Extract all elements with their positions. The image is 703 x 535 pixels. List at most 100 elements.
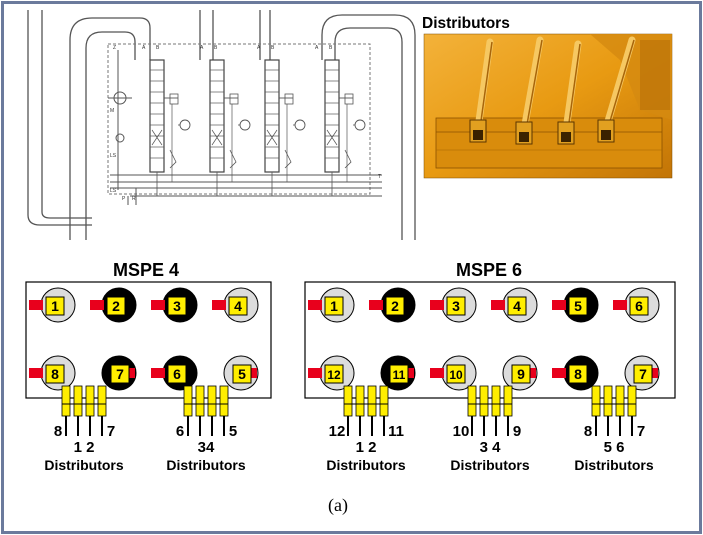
distributors-photo [423,33,673,179]
pin-number-box [511,364,531,384]
lever [597,36,636,143]
pin-red-tab [151,300,165,310]
pin-red-tab [29,368,43,378]
valve-sections [149,59,366,196]
connector-pin: 3 [151,287,198,323]
pin-number-box [385,296,405,316]
connector-pin: 2 [369,287,416,323]
pin-number: 2 [391,298,399,314]
pin-number: 10 [449,368,463,382]
pin-red-tab [308,368,322,378]
pin-number: 3 [173,298,181,314]
connector-pin: 10 [430,355,477,391]
terminal-post [603,385,613,417]
valve-section [149,59,191,196]
pin-number: 4 [234,298,242,314]
photo-title: Distributors [422,15,510,32]
schematic-port-label: B [271,45,275,51]
terminal-post [367,385,377,417]
pin-number-box [167,296,187,316]
pin-number-box [228,296,248,316]
pin-red-tab [212,300,226,310]
wire-number-right: 11 [388,423,404,440]
pin-number-box [324,364,344,384]
distributors-label: Distributors [166,457,246,473]
terminal-post [183,385,193,417]
schematic-port-label: M [110,108,114,114]
pin-number: 1 [51,298,59,314]
pin-number: 11 [393,368,406,382]
connector-pin: 5 [223,355,259,391]
terminal-post [219,385,229,417]
pin-red-tab [430,300,444,310]
terminal-post [61,385,71,417]
mspe6-panel [304,281,676,399]
connector-pin: 7 [624,355,660,391]
pin-number-box [167,364,187,384]
connector-pin: 6 [613,287,660,323]
connector-pin: 3 [430,287,477,323]
pin-red-tab [430,368,444,378]
schematic-port-label: A [257,45,261,51]
wire-number-left: 10 [453,423,470,440]
pin-number-box [110,364,130,384]
pin-number: 6 [173,366,181,382]
wire-number-left: 6 [176,423,184,440]
terminal-post [467,385,477,417]
distributors-label: Distributors [44,457,124,473]
schematic-port-label: A [142,45,146,51]
pin-number-box [568,296,588,316]
pin-red-tab [369,300,383,310]
terminal-post [615,385,625,417]
lever [469,38,494,143]
pin-red-tab [151,368,165,378]
connector-pin: 1 [308,287,355,323]
pin-number-box [568,364,588,384]
terminal-post [479,385,489,417]
pin-number: 1 [330,298,338,314]
schematic-port-label: B [156,45,160,51]
photo-levers [469,36,636,145]
pin-red-tab [613,300,627,310]
pin-number-box [446,364,466,384]
lever [557,40,582,145]
wire-number-middle: 34 [198,439,215,456]
pin-number-box [629,296,649,316]
wire-number-right: 7 [107,423,115,440]
terminal-post [503,385,513,417]
pin-red-tab [308,300,322,310]
terminal-post [85,385,95,417]
terminal-post [627,385,637,417]
connector-pin: 6 [151,355,198,391]
terminal-post [207,385,217,417]
pin-number: 3 [452,298,460,314]
connector-pin: 7 [101,355,137,391]
connector-pin: 2 [90,287,137,323]
pin-number: 6 [635,298,643,314]
wire-number-left: 8 [584,423,592,440]
pin-number: 7 [116,366,124,382]
connector-pin: 9 [502,355,538,391]
terminal-post [591,385,601,417]
connector-pin: 4 [491,287,538,323]
schematic-port-label: P [122,196,126,202]
schematic-port-label: Z [113,45,116,51]
terminal-post [97,385,107,417]
wire-number-middle: 3 4 [480,439,502,456]
valve-section [324,59,366,196]
distributors-label: Distributors [450,457,530,473]
pin-number: 8 [51,366,59,382]
distributors-label: Distributors [574,457,654,473]
wire-number-left: 8 [54,423,62,440]
schematic-port-label: B [329,45,333,51]
wire-number-right: 9 [513,423,521,440]
pin-number-box [389,364,409,384]
pin-number-box [45,296,65,316]
schematic-port-label: A [200,45,204,51]
pin-red-tab [491,300,505,310]
pin-number: 8 [574,366,582,382]
terminal-post [195,385,205,417]
